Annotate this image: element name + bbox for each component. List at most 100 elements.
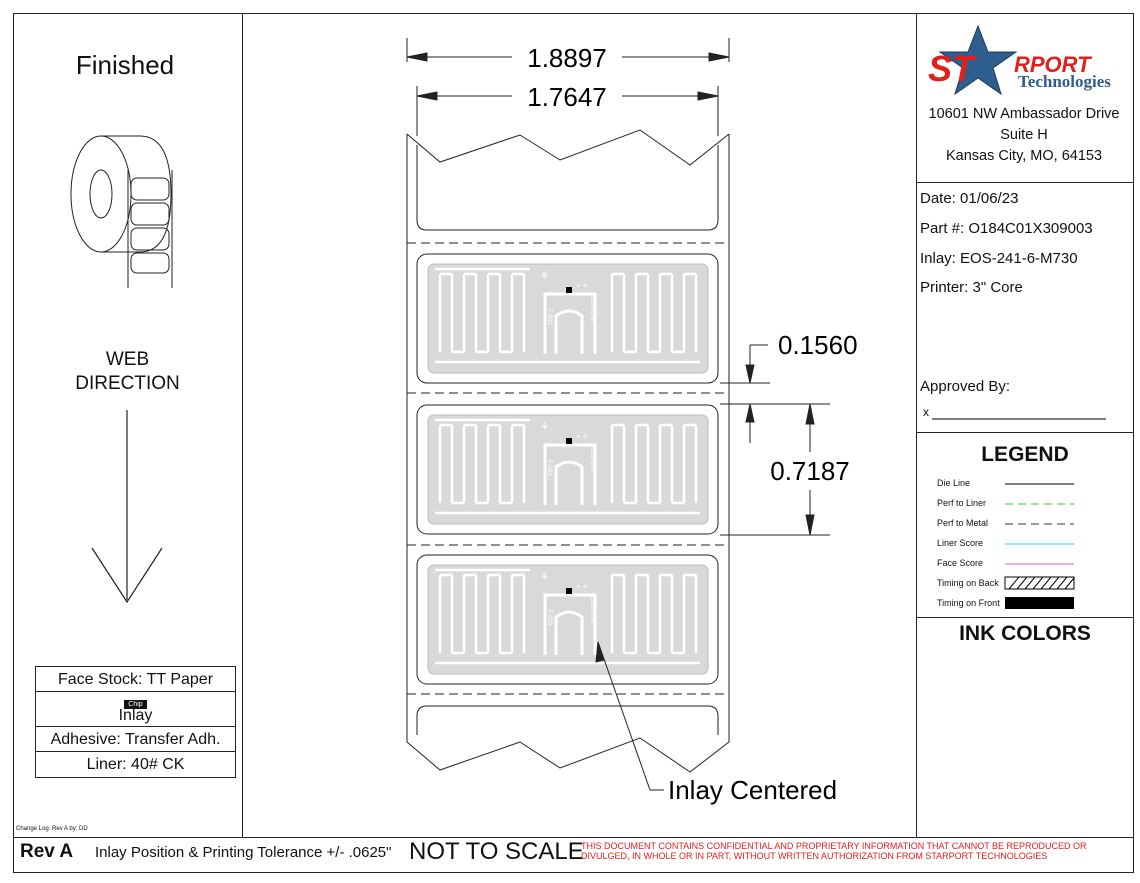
svg-text:+ +: + + [576, 582, 588, 591]
inlay-text-left: F-003 [546, 460, 552, 476]
inlay-centered-callout: Inlay Centered [668, 775, 837, 805]
approved-x: x [923, 405, 929, 419]
inlay-chip [566, 588, 572, 594]
inlay-text-left: F-003 [546, 309, 552, 325]
inlay-text-right: EOS241-M7 [589, 593, 595, 627]
legend-item-timing-back: Timing on Back [937, 578, 999, 588]
address-line2: Suite H [1000, 127, 1048, 143]
liner-row: Liner: 40# CK [86, 756, 185, 773]
finished-unwind-title: Finished [60, 48, 190, 83]
partial-label-bottom [416, 705, 719, 735]
footer-divider [13, 837, 1134, 838]
printer-field: Printer: 3" Core [920, 279, 1023, 296]
part-number-field: Part #: O184C01X309003 [920, 220, 1093, 237]
inlay-field: Inlay: EOS-241-6-M730 [920, 250, 1078, 267]
svg-text:+ +: + + [576, 281, 588, 290]
liner-edges [406, 134, 730, 742]
direction-label: DIRECTION [75, 373, 180, 394]
legend-item-face-score: Face Score [937, 558, 984, 568]
dim-inner-label: 1.7647 [527, 82, 607, 112]
starport-logo: ST RPORT Technologies [928, 48, 1128, 98]
company-address: 10601 NW Ambassador Drive Suite H Kansas… [918, 104, 1130, 167]
left-panel-divider [242, 13, 243, 838]
height-dimension [720, 403, 830, 536]
label-die-cut [416, 554, 719, 685]
chip-badge: Chip [124, 700, 147, 709]
drawing-frame [13, 13, 1134, 873]
web-direction-arrow-icon [91, 410, 163, 604]
legend-item-timing-front: Timing on Front [937, 598, 1000, 608]
inlay-text-right: EOS241-M7 [589, 443, 595, 477]
inlay-chip [566, 438, 572, 444]
inlay-text-right: EOS241-M7 [589, 292, 595, 326]
inlay-antenna [435, 267, 700, 364]
timing-back-sample [1004, 576, 1075, 590]
confidential-line2: DIVULGED, IN WHOLE OR IN PART, WITHOUT W… [581, 851, 1048, 861]
inlay-substrate [427, 263, 709, 374]
inlay-row: Chip Inlay [36, 692, 235, 727]
width-dimensions [406, 38, 730, 136]
logo-technologies: Technologies [1018, 72, 1111, 91]
legend-item-die-line: Die Line [937, 478, 971, 488]
tolerance-note: Inlay Position & Printing Tolerance +/- … [95, 844, 392, 861]
top-tear-line [406, 129, 730, 166]
legend-divider [916, 432, 1134, 433]
inlay-logo-icon: ⚘ [540, 422, 549, 433]
timing-front-sample [1005, 597, 1074, 609]
inlay-chip [566, 287, 572, 293]
label-die-cut [416, 253, 719, 384]
web-direction-label: WEB DIRECTION [50, 348, 205, 396]
address-line1: 10601 NW Ambassador Drive [928, 106, 1120, 122]
spec-table: Face Stock: TT Paper Chip Inlay Adhesive… [35, 666, 236, 778]
right-panel-divider [916, 13, 917, 838]
label-with-inlay: + + ⚘ F-003 EOS241-M7 [416, 554, 719, 685]
logo-st: ST [928, 48, 975, 89]
partial-label-top [416, 145, 719, 231]
inlay-loop [543, 443, 597, 505]
legend-item-liner-score: Liner Score [937, 538, 984, 548]
inlay-centered-leader [595, 641, 664, 791]
logo-rport: RPORT [1014, 52, 1091, 77]
label-roll-icon [70, 135, 173, 288]
not-to-scale-label: NOT TO SCALE [409, 838, 584, 865]
svg-text:+ +: + + [576, 432, 588, 441]
address-line3: Kansas City, MO, 64153 [945, 148, 1103, 164]
inlay-text-left: F-003 [546, 610, 552, 626]
ink-colors-title: INK COLORS [959, 622, 1091, 645]
legend-item-perf-liner: Perf to Liner [937, 498, 987, 508]
date-field: Date: 01/06/23 [920, 190, 1019, 207]
label-die-cut [416, 404, 719, 535]
inlay-antenna [435, 568, 700, 665]
label-with-inlay: + + ⚘ F-003 EOS241-M7 [416, 253, 719, 384]
legend-item-perf-metal: Perf to Metal [937, 518, 989, 528]
face-stock-row: Face Stock: TT Paper [36, 667, 235, 692]
legend-title: LEGEND [981, 443, 1069, 466]
inlay-logo-icon: ⚘ [540, 271, 549, 282]
inlay-logo-icon: ⚘ [540, 572, 549, 583]
approved-by-label: Approved By: [920, 378, 1011, 395]
inlay-antenna [435, 418, 700, 515]
label-with-inlay: + + ⚘ F-003 EOS241-M7 [416, 404, 719, 535]
legend-samples [932, 418, 1106, 609]
dim-height-label: 0.7187 [770, 456, 850, 486]
ink-divider [916, 617, 1134, 618]
inlay-label: Inlay [118, 707, 153, 724]
inlay-substrate [427, 414, 709, 525]
starport-logo-star-icon [938, 24, 1018, 96]
revision-label: Rev A [20, 841, 74, 862]
inlay-substrate [427, 564, 709, 675]
web-label: WEB [105, 349, 150, 370]
dim-gap-label: 0.1560 [778, 330, 858, 360]
perf-lines [407, 242, 729, 695]
bottom-tear-line [406, 737, 730, 773]
confidential-notice: THIS DOCUMENT CONTAINS CONFIDENTIAL AND … [581, 841, 1087, 861]
gap-dimension [720, 344, 830, 443]
adhesive-row: Adhesive: Transfer Adh. [36, 727, 235, 752]
dim-outer-label: 1.8897 [527, 43, 607, 73]
address-divider [916, 182, 1134, 183]
inlay-loop [543, 593, 597, 655]
confidential-line1: THIS DOCUMENT CONTAINS CONFIDENTIAL AND … [581, 841, 1087, 851]
inlay-loop [543, 292, 597, 354]
change-log: Change Log: Rev A by: DD [16, 826, 88, 832]
